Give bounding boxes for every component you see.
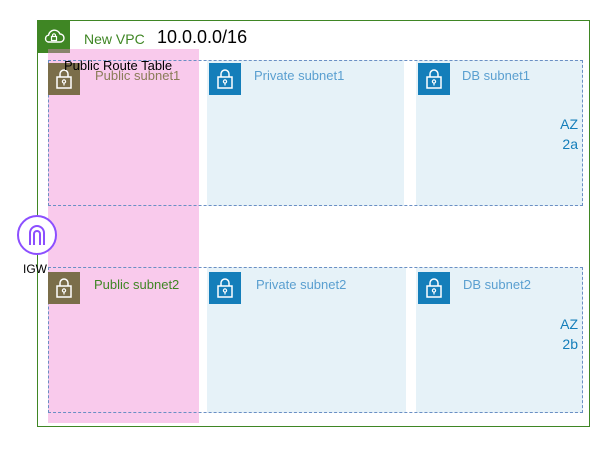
az-label-line1: AZ xyxy=(560,116,578,132)
db-subnet-1-label: DB subnet1 xyxy=(462,68,530,83)
lock-icon xyxy=(209,63,241,95)
lock-icon xyxy=(418,63,450,95)
az-label-line1: AZ xyxy=(560,316,578,332)
az-label-2b: AZ 2b xyxy=(548,314,578,354)
private-subnet-1-label: Private subnet1 xyxy=(254,68,345,83)
availability-zone-2b xyxy=(48,267,583,413)
public-route-table xyxy=(48,49,199,423)
az-label-2a: AZ 2a xyxy=(548,114,578,154)
vpc-label: New VPC xyxy=(84,31,145,47)
cloud-lock-icon xyxy=(38,21,70,53)
public-subnet-2-label: Public subnet2 xyxy=(94,277,180,292)
internet-gateway-icon xyxy=(17,215,57,255)
availability-zone-2a xyxy=(48,60,583,206)
lock-icon xyxy=(418,272,450,304)
vpc-cidr: 10.0.0.0/16 xyxy=(157,27,248,47)
lock-icon xyxy=(209,272,241,304)
route-table-label: Public Route Table xyxy=(64,58,173,73)
igw-label: IGW xyxy=(23,262,47,276)
public-subnet-1-label: Public subnet1 xyxy=(95,68,181,83)
az-label-line2: 2b xyxy=(562,336,578,352)
lock-icon xyxy=(48,63,80,95)
lock-icon xyxy=(48,272,80,304)
db-subnet-2-label: DB subnet2 xyxy=(463,277,531,292)
az-label-line2: 2a xyxy=(562,136,578,152)
private-subnet-2-label: Private subnet2 xyxy=(256,277,347,292)
